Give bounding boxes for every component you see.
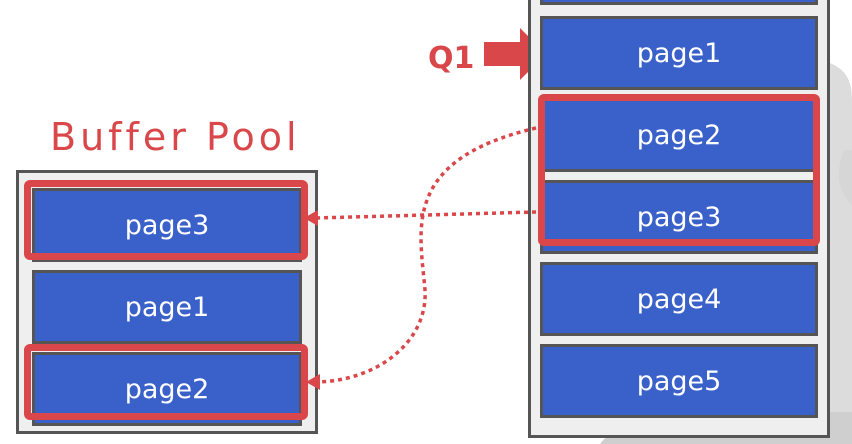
disk-page-2: page2 <box>540 98 818 172</box>
disk-page-1: page1 <box>540 16 818 90</box>
query-label: Q1 <box>428 41 475 76</box>
buffer-pool-title: Buffer Pool <box>50 115 301 159</box>
disk-page-top <box>540 0 818 5</box>
disk-page-4: page4 <box>540 262 818 336</box>
disk-page-3: page3 <box>540 180 818 254</box>
disk-page-5: page5 <box>540 344 818 418</box>
buffer-frame-1: page3 <box>32 188 302 262</box>
buffer-frame-2: page1 <box>32 270 302 344</box>
buffer-frame-3: page2 <box>32 352 302 426</box>
disk-file: page1 page2 page3 page4 page5 <box>528 0 830 438</box>
buffer-pool: page3 page1 page2 <box>16 170 318 434</box>
